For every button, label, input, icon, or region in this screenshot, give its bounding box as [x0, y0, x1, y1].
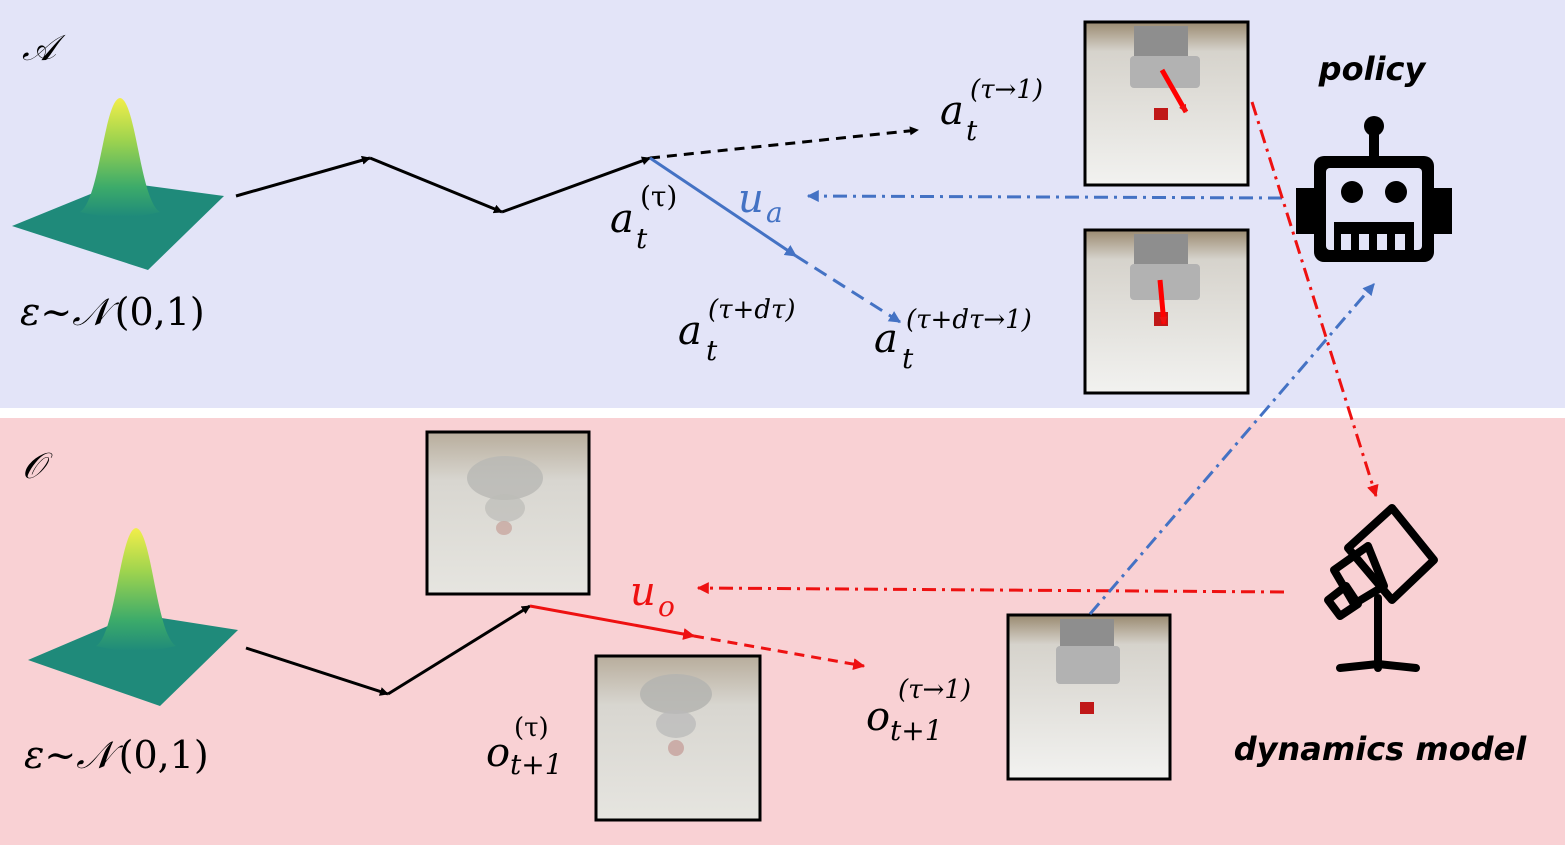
action-extrapolation-dashed — [649, 126, 919, 160]
gaussian-noise-icon — [12, 98, 224, 270]
observation-frame-tau-to-1 — [1006, 613, 1172, 781]
label-o-tp1-tau-to-1: o t+1 (τ→1) — [866, 675, 971, 747]
label-a-t-tau: a t (τ) — [610, 180, 677, 255]
noise-label-top: ε~𝒩(0,1) — [20, 290, 205, 334]
telescope-icon — [1324, 504, 1438, 672]
action-velocity-arrow — [649, 156, 797, 258]
robot-icon — [1296, 116, 1452, 262]
observation-trajectory-segment — [245, 646, 389, 696]
robot-frame-action-tau-dtau-to-1 — [1083, 228, 1250, 395]
action-trajectory-segment — [369, 156, 503, 214]
label-u-a: u a — [738, 176, 783, 229]
gaussian-noise-icon — [28, 528, 238, 706]
label-o-tp1-tau: o t+1 (τ) — [486, 713, 568, 781]
policy-to-action-feedback — [806, 190, 1283, 203]
dynamics-to-observation-feedback — [696, 582, 1285, 595]
action-trajectory-segment — [235, 155, 371, 198]
observation-velocity-extrapolation — [693, 634, 866, 671]
label-a-t-tau-dtau-to-1: a t (τ+dτ→1) — [874, 305, 1032, 375]
observation-frame-noisy — [425, 430, 591, 596]
robot-frame-action-tau-to-1 — [1083, 20, 1250, 187]
policy-label: policy — [1318, 50, 1427, 88]
observation-velocity-arrow — [529, 604, 696, 640]
observation-space-panel — [0, 418, 1565, 845]
dynamics-model-label: dynamics model — [1234, 730, 1528, 768]
label-a-t-tau-dtau: a t (τ+dτ) — [678, 295, 795, 367]
observation-frame-tau — [594, 654, 762, 822]
action-trajectory-segment — [501, 156, 651, 214]
observation-trajectory-segment — [387, 604, 531, 696]
action-frame-to-dynamics — [1250, 101, 1379, 498]
label-u-o: u o — [630, 569, 675, 623]
label-a-t-tau-to-1: a t (τ→1) — [940, 75, 1043, 147]
